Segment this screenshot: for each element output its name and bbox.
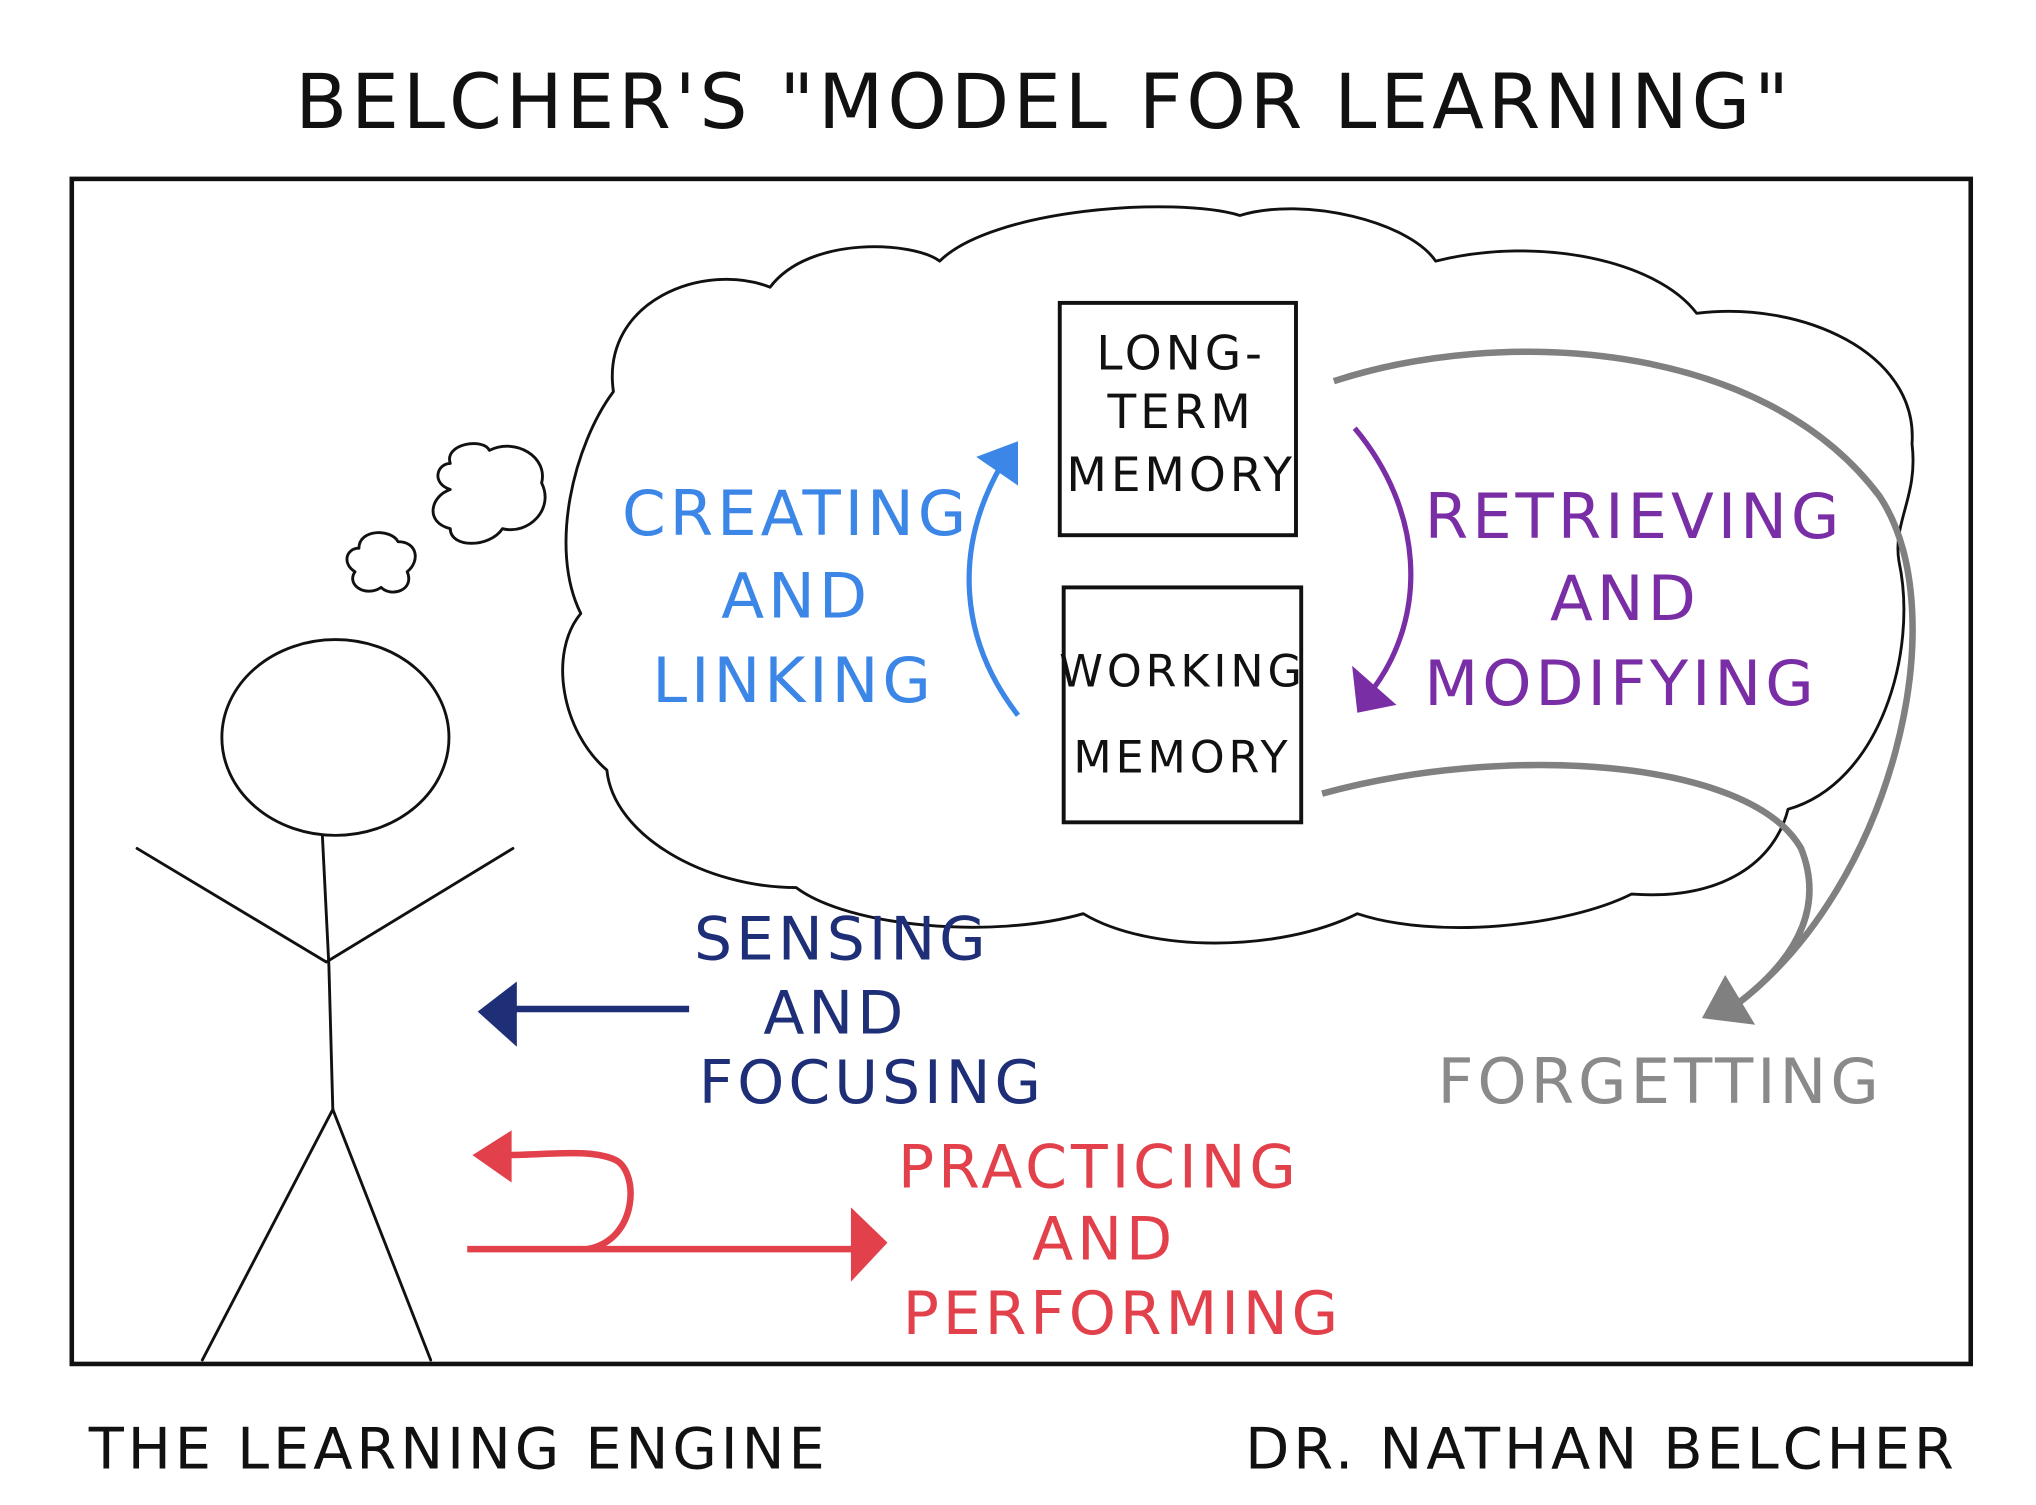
thought-bubble-small [345, 531, 417, 594]
creating-line-3: LINKING [652, 644, 935, 717]
ltm-line-1: LONG- [1096, 326, 1266, 381]
practicing-line-2: AND [1032, 1205, 1176, 1275]
creating-line-2: AND [721, 559, 871, 632]
thought-bubble-large [431, 442, 547, 545]
footer-left: THE LEARNING ENGINE [88, 1415, 829, 1482]
sensing-and-focusing-label: SENSING AND FOCUSING [694, 904, 1045, 1118]
sensing-arrow [477, 981, 690, 1047]
creating-line-1: CREATING [622, 477, 970, 550]
sensing-line-1: SENSING [694, 904, 990, 974]
practicing-line-1: PRACTICING [898, 1133, 1300, 1203]
ltm-line-2: TERM [1107, 385, 1255, 440]
thought-cloud [561, 205, 1915, 945]
footer-right: DR. NATHAN BELCHER [1245, 1415, 1958, 1482]
wm-line-2: MEMORY [1073, 733, 1291, 784]
wm-line-1: WORKING [1059, 647, 1306, 698]
sensing-line-3: FOCUSING [699, 1048, 1045, 1118]
retrieving-line-2: AND [1550, 562, 1700, 635]
forgetting-arrows [1321, 348, 1916, 1025]
practicing-arrow [467, 1130, 888, 1282]
retrieving-line-3: MODIFYING [1424, 647, 1817, 720]
diagram-frame [69, 176, 1974, 1367]
diagram-title: BELCHER'S "MODEL FOR LEARNING" [295, 58, 1793, 146]
forgetting-label: FORGETTING [1437, 1045, 1882, 1118]
creating-and-linking-label: CREATING AND LINKING [622, 477, 970, 717]
retrieving-arrow [1352, 426, 1414, 713]
stick-figure [135, 638, 515, 1362]
practicing-line-3: PERFORMING [903, 1279, 1342, 1349]
retrieving-and-modifying-label: RETRIEVING AND MODIFYING [1424, 480, 1844, 720]
working-memory-box: WORKING MEMORY [1059, 585, 1306, 825]
retrieving-line-1: RETRIEVING [1425, 480, 1844, 553]
sensing-line-2: AND [763, 979, 907, 1049]
ltm-line-3: MEMORY [1066, 448, 1296, 503]
creating-arrow [966, 441, 1021, 717]
practicing-and-performing-label: PRACTICING AND PERFORMING [898, 1133, 1342, 1349]
long-term-memory-box: LONG- TERM MEMORY [1057, 300, 1298, 538]
